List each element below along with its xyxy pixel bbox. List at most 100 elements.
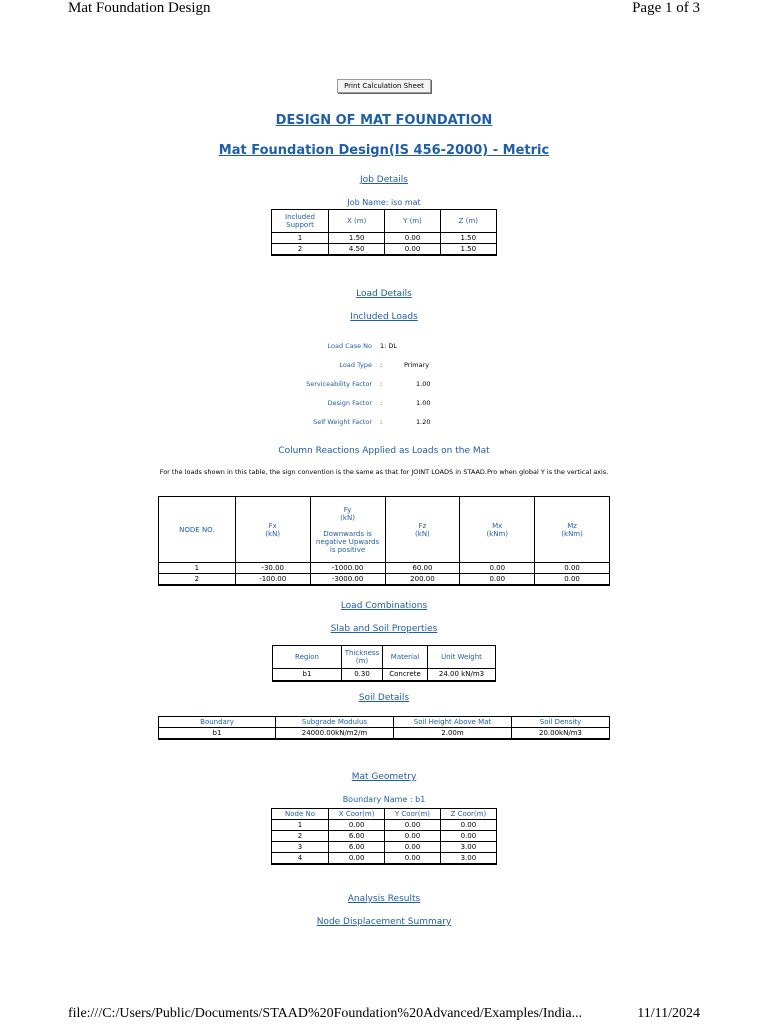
self-weight-factor-value: 1.20 (416, 418, 431, 426)
table-cell: 0.00 (384, 830, 441, 842)
table-row: 1 0.00 0.00 0.00 (271, 819, 498, 831)
table-header: Soil Height Above Mat (393, 716, 512, 728)
load-case-no-value: 1: DL (380, 342, 398, 350)
table-cell: 6.00 (327, 830, 386, 842)
table-row: b1 0.30 Concrete 24.00 kN/m3 (272, 668, 496, 682)
table-cell: 24000.00kN/m2/m (275, 727, 394, 740)
table-cell: 0.00 (384, 852, 441, 865)
table-header: Mz(kNm) (534, 496, 610, 563)
column-reactions-table: NODE NO. Fx(kN) Fy(kN)Downwards is negat… (158, 496, 610, 586)
table-cell: 0.00 (534, 573, 610, 586)
table-header: Soil Density (511, 716, 610, 728)
table-cell: 2 (271, 243, 329, 256)
table-cell: -3000.00 (309, 573, 386, 586)
job-details-table: Included Support X (m) Y (m) Z (m) 1 1.5… (271, 209, 498, 256)
document-subtitle: Mat Foundation Design(IS 456-2000) - Met… (218, 143, 550, 158)
job-name: Job Name: iso mat (347, 198, 421, 207)
table-cell: 20.00kN/m3 (511, 727, 610, 740)
print-calculation-sheet-button[interactable]: Print Calculation Sheet (337, 79, 431, 93)
table-cell: b1 (272, 668, 342, 682)
table-cell: 0.00 (384, 819, 441, 831)
table-cell: 4.50 (327, 243, 386, 256)
table-cell: 4 (271, 852, 329, 865)
table-cell: 1.50 (327, 232, 386, 244)
sign-convention-note: For the loads shown in this table, the s… (159, 468, 609, 476)
document-title: DESIGN OF MAT FOUNDATION (275, 113, 493, 128)
table-cell: 1 (158, 562, 236, 574)
table-header: NODE NO. (158, 496, 236, 563)
page-number: Page 1 of 3 (632, 0, 700, 16)
table-header: Mx(kNm) (459, 496, 536, 563)
table-cell: 0.00 (459, 562, 536, 574)
table-header: Unit Weight (427, 645, 496, 669)
mat-geometry-heading: Mat Geometry (351, 772, 417, 782)
table-row: 4 0.00 0.00 3.00 (271, 852, 498, 865)
table-header: Thickness (m) (341, 645, 383, 669)
load-combinations-heading: Load Combinations (340, 601, 428, 611)
table-row: 2 6.00 0.00 0.00 (271, 830, 498, 842)
mat-geometry-table: Node No X Coor(m) Y Coor(m) Z Coor(m) 1 … (271, 808, 498, 865)
table-header: Fz(kN) (384, 496, 461, 563)
separator: : (380, 418, 383, 426)
boundary-name: Boundary Name : b1 (342, 795, 426, 804)
table-cell: 0.30 (341, 668, 383, 682)
page-header-title: Mat Foundation Design (68, 0, 211, 16)
table-cell: 0.00 (439, 819, 498, 831)
table-cell: 60.00 (384, 562, 461, 574)
page-footer-date: 11/11/2024 (637, 1006, 700, 1021)
table-header: Node No (271, 808, 329, 820)
table-row: 1 1.50 0.00 1.50 (271, 232, 498, 244)
table-cell: 3.00 (439, 841, 498, 853)
design-factor-label: Design Factor (327, 399, 372, 407)
separator: : (380, 399, 383, 407)
table-header: Boundary (158, 716, 276, 728)
table-header: Fx(kN) (234, 496, 311, 563)
load-details-heading: Load Details (356, 289, 412, 299)
job-details-heading: Job Details (360, 175, 408, 185)
self-weight-factor-label: Self Weight Factor (313, 418, 372, 426)
load-case-no-label: Load Case No (327, 342, 372, 350)
table-cell: 0.00 (384, 841, 441, 853)
table-row: b1 24000.00kN/m2/m 2.00m 20.00kN/m3 (158, 727, 610, 740)
table-header: Fy(kN)Downwards is negative Upwards is p… (309, 496, 386, 563)
table-cell: -100.00 (234, 573, 311, 586)
table-header: Z (m) (439, 209, 498, 233)
page-footer-url: file:///C:/Users/Public/Documents/STAAD%… (68, 1006, 583, 1021)
table-header: X (m) (327, 209, 386, 233)
table-cell: -1000.00 (309, 562, 386, 574)
table-header: Y Coor(m) (384, 808, 441, 820)
soil-details-heading: Soil Details (358, 693, 410, 703)
table-cell: 1.50 (439, 232, 498, 244)
serviceability-factor-value: 1.00 (416, 380, 431, 388)
serviceability-factor-label: Serviceability Factor (306, 380, 372, 388)
table-row: 2 4.50 0.00 1.50 (271, 243, 498, 256)
table-cell: 0.00 (384, 243, 441, 256)
table-row: 1 -30.00 -1000.00 60.00 0.00 0.00 (158, 562, 610, 574)
load-type-value: Primary (404, 361, 430, 369)
table-cell: 6.00 (327, 841, 386, 853)
included-loads-heading: Included Loads (350, 312, 418, 322)
separator: : (380, 380, 383, 388)
table-cell: 0.00 (327, 819, 386, 831)
table-header: Z Coor(m) (439, 808, 498, 820)
table-header: X Coor(m) (327, 808, 386, 820)
analysis-results-heading: Analysis Results (347, 894, 421, 904)
table-header: Included Support (271, 209, 329, 233)
table-cell: b1 (158, 727, 276, 740)
table-row: 2 -100.00 -3000.00 200.00 0.00 0.00 (158, 573, 610, 586)
table-header: Y (m) (384, 209, 441, 233)
table-cell: 0.00 (534, 562, 610, 574)
soil-details-table: Boundary Subgrade Modulus Soil Height Ab… (158, 716, 610, 740)
table-cell: -30.00 (234, 562, 311, 574)
table-cell: 3.00 (439, 852, 498, 865)
table-row: 3 6.00 0.00 3.00 (271, 841, 498, 853)
table-cell: 1 (271, 232, 329, 244)
table-cell: 0.00 (439, 830, 498, 842)
table-header: Subgrade Modulus (275, 716, 394, 728)
table-cell: 1 (271, 819, 329, 831)
table-cell: 2 (158, 573, 236, 586)
table-cell: 3 (271, 841, 329, 853)
table-cell: 0.00 (384, 232, 441, 244)
table-cell: Concrete (382, 668, 428, 682)
load-type-label: Load Type (339, 361, 372, 369)
